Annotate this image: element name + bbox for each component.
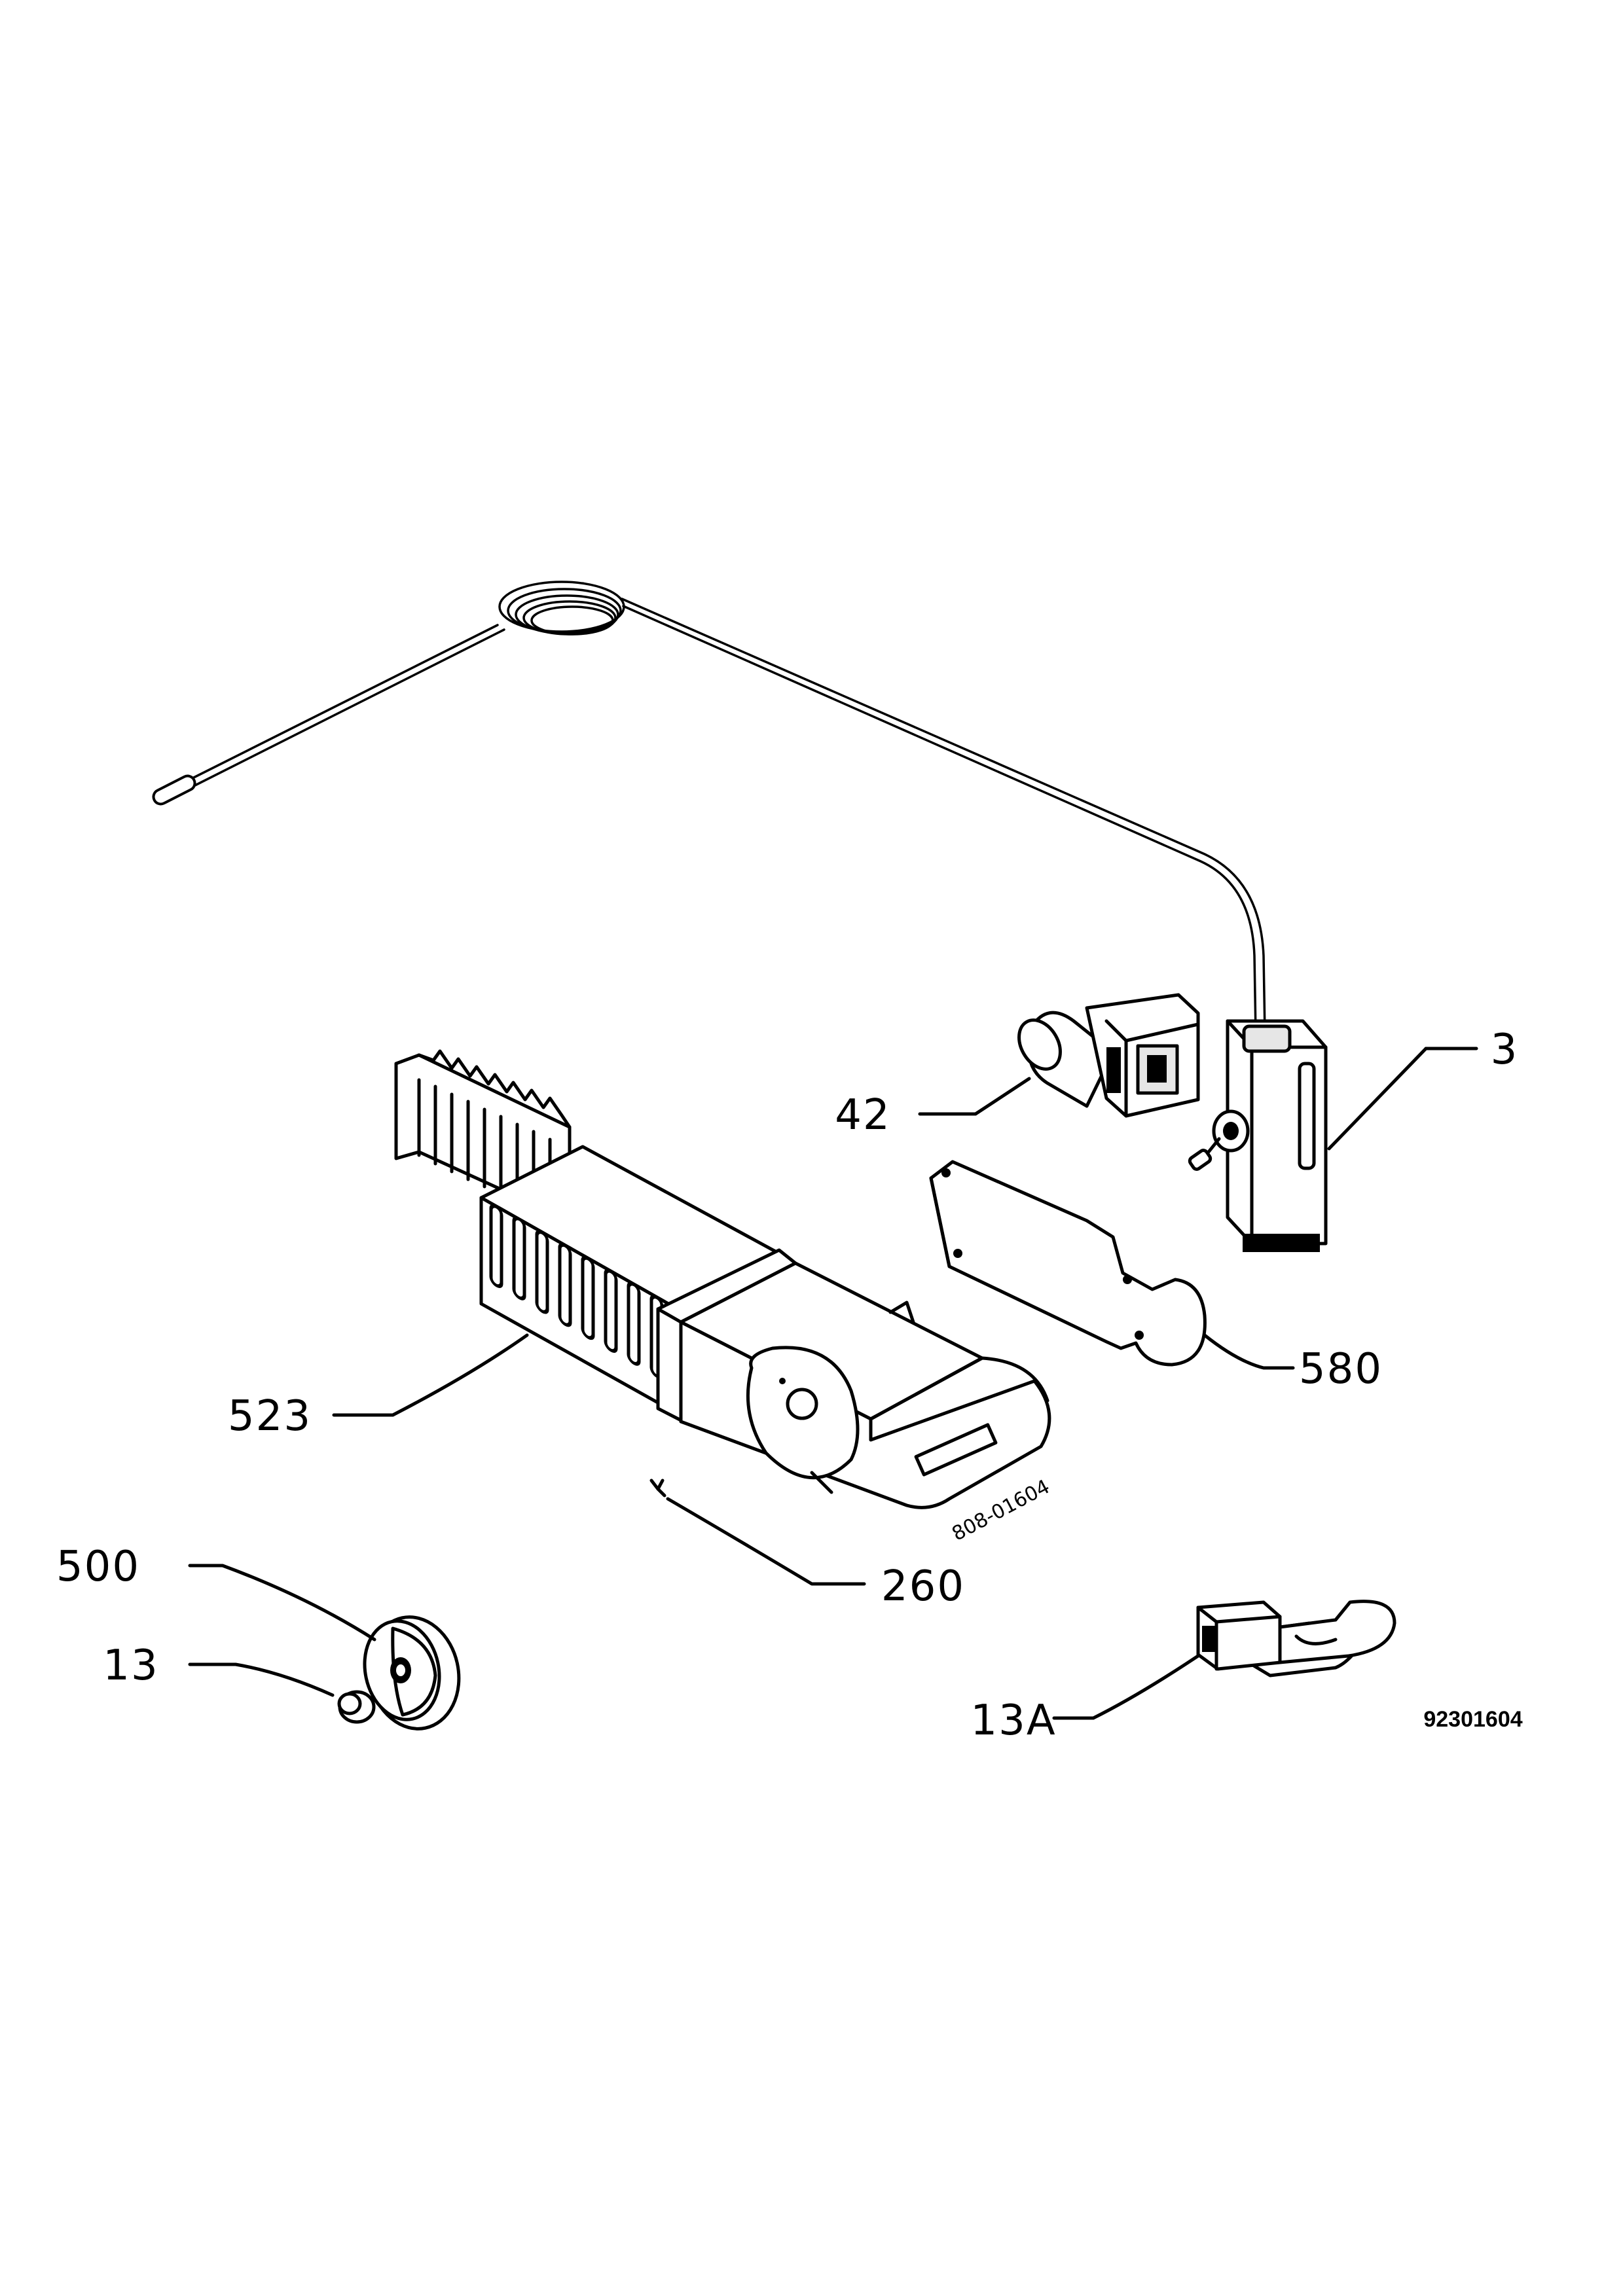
leader-523 bbox=[332, 1333, 529, 1417]
label-580: 580 bbox=[1299, 1345, 1383, 1393]
leader-3 bbox=[1327, 1047, 1428, 1151]
label-13: 13 bbox=[103, 1641, 158, 1690]
capillary-tube bbox=[152, 581, 1266, 1035]
thermostat-housing bbox=[394, 1049, 1051, 1509]
label-13a: 13A bbox=[970, 1696, 1056, 1745]
label-500: 500 bbox=[56, 1543, 140, 1591]
cover-plate bbox=[929, 1160, 1207, 1367]
label-260: 260 bbox=[881, 1562, 965, 1611]
leader-13 bbox=[188, 1662, 335, 1697]
label-523: 523 bbox=[228, 1392, 312, 1441]
small-cap bbox=[337, 1690, 376, 1724]
leader-580 bbox=[1203, 1333, 1295, 1370]
leader-13a bbox=[1052, 1654, 1200, 1720]
control-knob bbox=[363, 1615, 461, 1731]
leader-42 bbox=[974, 1077, 1031, 1116]
thermostat bbox=[1188, 1019, 1328, 1252]
slider-part bbox=[1196, 1600, 1396, 1677]
leader-500 bbox=[188, 1564, 376, 1641]
leader-260 bbox=[666, 1497, 866, 1586]
lamp-holder bbox=[1017, 993, 1200, 1118]
label-3: 3 bbox=[1491, 1026, 1519, 1074]
reference-number: 92301604 bbox=[1423, 1707, 1522, 1732]
label-42: 42 bbox=[835, 1091, 890, 1139]
screw bbox=[649, 1479, 666, 1498]
